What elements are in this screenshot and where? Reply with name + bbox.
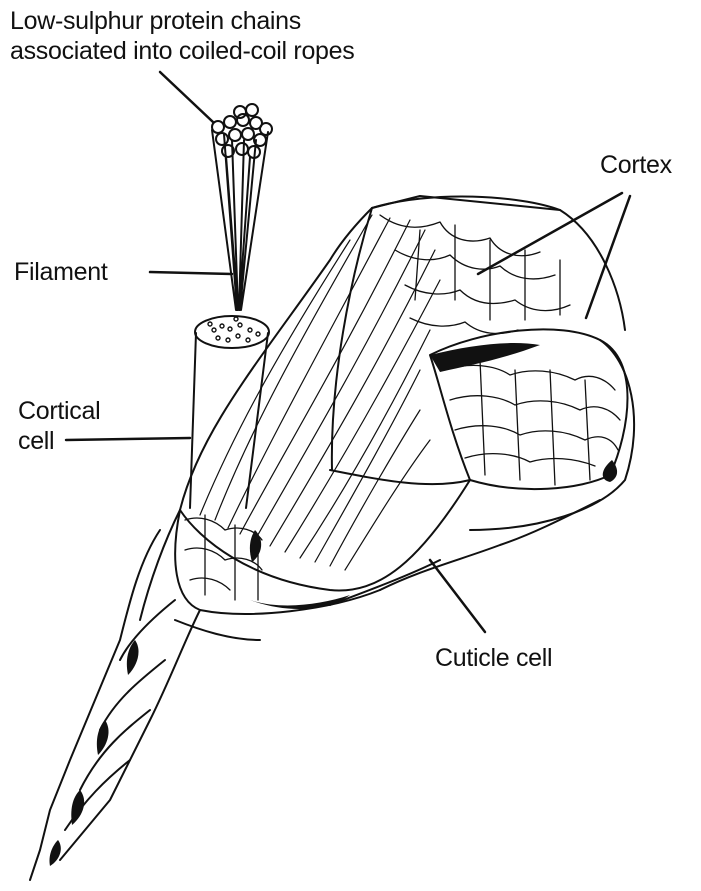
label-protein-chains: Low-sulphur protein chains associated in… bbox=[10, 6, 354, 66]
leader-cuticle-cell bbox=[430, 560, 485, 632]
label-cortical-cell: Cortical cell bbox=[18, 396, 100, 456]
coiled-coil-rope-bundle bbox=[212, 104, 272, 310]
leader-filament bbox=[150, 272, 232, 274]
label-cortical-cell-line1: Cortical bbox=[18, 396, 100, 426]
leader-cortex-1 bbox=[478, 193, 622, 274]
filament-cylinder bbox=[190, 316, 269, 508]
label-cuticle-cell: Cuticle cell bbox=[435, 643, 552, 673]
label-protein-chains-line2: associated into coiled-coil ropes bbox=[10, 36, 354, 66]
label-protein-chains-line1: Low-sulphur protein chains bbox=[10, 6, 354, 36]
label-cortical-cell-line2: cell bbox=[18, 426, 100, 456]
label-cortex: Cortex bbox=[600, 150, 672, 180]
label-filament: Filament bbox=[14, 257, 107, 287]
cortical-cell-cluster bbox=[185, 515, 262, 600]
cortex-cell-mosaic-top bbox=[380, 215, 570, 334]
cuticle-scales bbox=[30, 500, 600, 880]
leader-cortex-2 bbox=[586, 196, 630, 318]
leader-protein-chains bbox=[160, 72, 213, 122]
cortex-cell-mosaic-section bbox=[445, 360, 620, 485]
